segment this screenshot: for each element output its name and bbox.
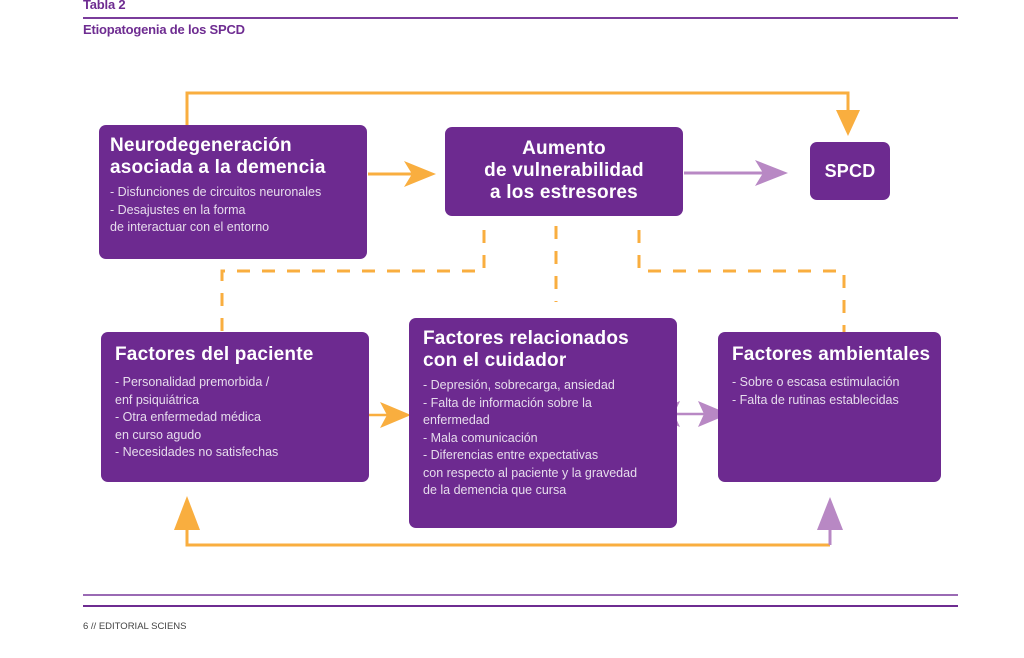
box-title: Aumento de vulnerabilidad a los estresor… [484,138,644,203]
arrowhead-spcd-side [755,160,788,186]
box-items: - Sobre o escasa estimulación - Falta de… [732,375,900,407]
dashed-link-environment [637,230,846,334]
box-title: Factores relacionados con el cuidador [423,328,629,371]
box-title: Neurodegeneración asociada a la demencia [110,135,326,178]
dashed-link-patient [220,230,486,334]
box-items: - Depresión, sobrecarga, ansiedad - Falt… [423,378,638,497]
arrowhead-patient-bottom [174,496,200,530]
page-footer: 6 // EDITORIAL SCIENS [83,621,187,632]
footer-rule-top [83,594,958,596]
box-items: - Disfunciones de circuitos neuronales -… [110,185,322,234]
arrowhead-environment-bottom [817,497,843,530]
table-subtitle: Etiopatogenia de los SPCD [83,22,245,37]
arrowhead-vulnerability [404,161,436,187]
header-rule [83,17,958,19]
box-items: - Personalidad premorbida / enf psiquiát… [115,375,279,459]
box-title: Factores del paciente [115,344,314,365]
connector-neuro-to-spcd [185,91,850,126]
box-neurodegeneration: Neurodegeneración asociada a la demencia… [99,125,367,259]
box-patient-factors: Factores del paciente - Personalidad pre… [101,332,369,482]
box-caregiver-factors: Factores relacionados con el cuidador - … [409,318,677,528]
box-spcd: SPCD [810,142,890,200]
box-environmental-factors: Factores ambientales - Sobre o escasa es… [718,332,941,482]
arrowhead-spcd-top [836,110,860,136]
box-title: Factores ambientales [732,344,931,365]
arrowhead-caregiver [380,402,411,428]
box-vulnerability: Aumento de vulnerabilidad a los estresor… [445,127,683,216]
footer-rule-bottom [83,605,958,607]
connector-bottom-loop-orange [185,525,830,547]
arrowhead-environment [698,401,729,427]
box-title: SPCD [824,161,876,181]
table-label: Tabla 2 [83,0,126,12]
